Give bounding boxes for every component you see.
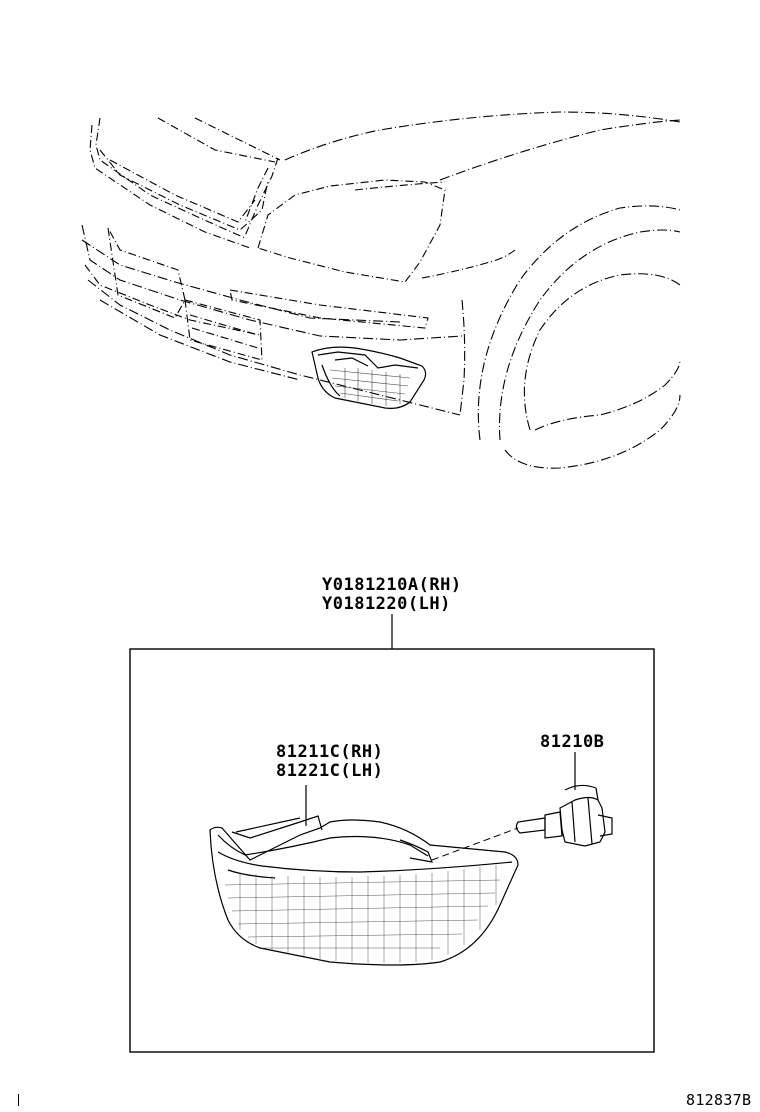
- assembly-frame: [129, 648, 655, 1053]
- corner-tick-mark: [18, 1094, 19, 1106]
- assembly-rh-callout: Y0181210A(RH): [322, 575, 462, 595]
- bulb-part: [515, 784, 613, 847]
- vehicle-front-illustration: [81, 111, 681, 469]
- bulb-callout: 81210B: [540, 732, 605, 752]
- bulb-insert-guide: [431, 827, 519, 861]
- lens-part: [209, 815, 519, 966]
- lens-lh-callout: 81221C(LH): [276, 761, 384, 781]
- lens-rh-callout: 81211C(RH): [276, 742, 384, 762]
- figure-code: 812837B: [686, 1091, 752, 1109]
- assembly-lh-callout: Y0181220(LH): [322, 594, 451, 614]
- vehicle-side-lamp: [311, 346, 427, 409]
